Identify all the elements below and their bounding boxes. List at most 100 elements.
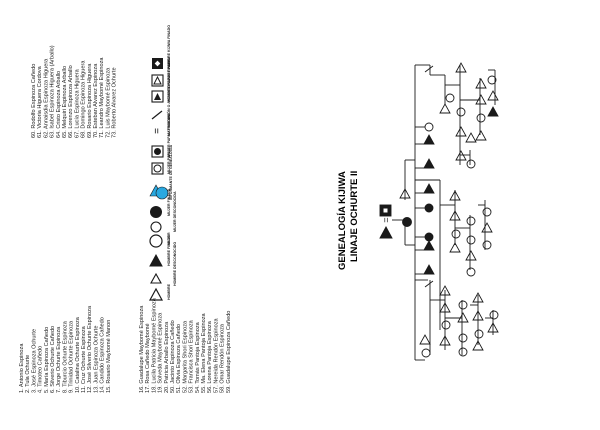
node-triangle-icon bbox=[465, 250, 477, 261]
node-circle-icon bbox=[466, 267, 476, 277]
name-entry: 67. Lucía Espinoza Higuera bbox=[74, 68, 80, 138]
legend-square-circle-inner-icon bbox=[153, 164, 162, 173]
legend-square-circle-icon bbox=[151, 162, 164, 175]
node-triangle-filled-icon bbox=[423, 240, 435, 251]
name-entry: 66. Lorenzo Espinoza Arballo bbox=[68, 65, 74, 138]
name-entry: 16. Guadalupe Maybomé Espinoza bbox=[139, 305, 145, 393]
legend-label: HOMBRE FINADO bbox=[167, 235, 171, 266]
name-entry: 20. Patricia Arballo Espinoza bbox=[164, 321, 170, 393]
name-entry: 4. Timoteo Cañedo bbox=[38, 346, 44, 393]
name-entry: 10. Catalina Ochurte Espinoza bbox=[75, 316, 81, 393]
node-circle-icon bbox=[476, 113, 486, 123]
node-triangle-icon bbox=[472, 292, 484, 303]
founder-equals-icon: = bbox=[381, 217, 391, 222]
node-triangle-filled-icon bbox=[423, 134, 435, 145]
node-triangle-icon bbox=[449, 242, 461, 253]
node-triangle-icon bbox=[472, 310, 484, 321]
name-entry: 8. Tiburcio Ochurte Espinoza bbox=[62, 320, 68, 393]
name-entry: 13. Juan Espinoza Ochurte bbox=[93, 326, 99, 393]
name-entry: 11. Cruz Ochurte Espinoza bbox=[81, 325, 87, 393]
legend-slash-icon bbox=[151, 110, 163, 120]
node-triangle-icon bbox=[487, 322, 499, 333]
name-entry: 14. Candido Espinoza Cañedo bbox=[100, 317, 106, 393]
legend-label: MUJER DESCONOCIDA bbox=[173, 191, 177, 232]
name-entry: 57. Nereida Rendón Espinoza bbox=[213, 317, 219, 393]
title-line-2: LINAJE OCHURTE II bbox=[349, 171, 360, 262]
node-circle-icon bbox=[487, 75, 497, 85]
node-triangle-icon bbox=[472, 340, 484, 351]
node-circle-icon bbox=[466, 159, 476, 169]
legend-triangle-filled-icon bbox=[149, 253, 163, 267]
name-entry: 56. Lorena Pantoja Espinoza bbox=[207, 320, 213, 393]
node-circle-icon bbox=[466, 235, 476, 245]
node-circle-icon bbox=[458, 347, 468, 357]
legend-square-triangle-icon bbox=[151, 74, 164, 87]
name-entry: 72. Luis Maybomé Espinoza bbox=[105, 67, 111, 138]
title-block: GENEALOGÍA KIJIWA LINAJE OCHURTE II bbox=[337, 171, 360, 270]
name-entry: 58. Omar Rendón Espinoza bbox=[220, 323, 226, 393]
legend-label: HOMBRE PAPAU bbox=[167, 57, 171, 86]
founder-circle-icon bbox=[402, 217, 412, 227]
node-circle-icon bbox=[441, 320, 451, 330]
legend-square-triangle-inner-icon bbox=[153, 75, 162, 85]
node-triangle-icon bbox=[449, 210, 461, 221]
name-entry: 71. Leandro Maybomé Espinoza bbox=[99, 57, 105, 138]
name-entry: 63. Isabel Espinoza Higuera (Arballo) bbox=[50, 45, 56, 138]
legend-square-dot-inner-icon bbox=[154, 148, 161, 155]
name-entry: 60. Rodolfo Espinoza Cañedo bbox=[31, 64, 37, 138]
title-line-1: GENEALOGÍA KIJIWA bbox=[337, 171, 348, 270]
name-entry: 62. Annaisdia Espinoza Higuera bbox=[43, 58, 49, 138]
legend-label: HOMBRE PAPAU FINADO bbox=[167, 58, 171, 102]
node-triangle-filled-icon bbox=[487, 106, 499, 117]
generation-2 bbox=[415, 122, 435, 275]
branch-bottom bbox=[415, 334, 431, 361]
node-triangle-icon bbox=[455, 126, 467, 137]
name-entry: 65. Melquiri Espinoza Arballo bbox=[62, 66, 68, 138]
branch-middle bbox=[415, 179, 493, 330]
node-circle-icon bbox=[458, 333, 468, 343]
node-circle-open-icon bbox=[424, 122, 434, 132]
name-entry: 70. Esteban Alvarez Espinoza bbox=[93, 63, 99, 138]
legend-label: MUJER PAPAU bbox=[167, 148, 171, 174]
legend-label: MATRIMONIO bbox=[167, 113, 171, 136]
node-triangle-icon bbox=[419, 334, 431, 345]
node-triangle-icon bbox=[475, 78, 487, 89]
legend-square-dot-icon bbox=[151, 145, 164, 158]
name-entry: 19. Solveda Maybomé Espinoza bbox=[158, 312, 164, 393]
name-entry: 51. Olivia Espinoza Cañedo bbox=[176, 324, 182, 393]
branch-lower bbox=[415, 279, 499, 357]
node-triangle-filled-icon bbox=[423, 158, 435, 169]
legend-circle-open-icon bbox=[149, 234, 163, 248]
name-entry: 3. José Espinoza Ochurte bbox=[31, 329, 37, 393]
name-entry: 69. Rosario Espinoza Higuera bbox=[87, 63, 93, 138]
founder-square-inner-icon bbox=[383, 208, 388, 213]
legend-triangle-small-icon bbox=[150, 272, 162, 284]
legend-circle-filled-icon bbox=[150, 206, 162, 218]
node-circle-icon bbox=[482, 240, 492, 250]
name-entry: 18. Lucila Patricia Maybomé Espinoza bbox=[151, 297, 157, 393]
node-circle-icon bbox=[421, 348, 431, 358]
node-circle-filled-icon bbox=[424, 232, 434, 242]
name-entry: 64. Cristo Espinoza Arballo bbox=[56, 71, 62, 138]
node-triangle-icon bbox=[439, 302, 451, 313]
legend-square-triangle-filled-inner-icon bbox=[154, 93, 161, 100]
name-entry: 73. Roberto Alvarez Ochurte bbox=[112, 67, 118, 138]
node-triangle-icon bbox=[455, 150, 467, 161]
branch-upper bbox=[415, 62, 499, 169]
node-triangle-filled-icon bbox=[423, 264, 435, 275]
node-circle-icon bbox=[489, 310, 499, 320]
founder-triangle-icon bbox=[379, 226, 393, 239]
name-entry: 6. Silverio Ochurte Cañedo bbox=[50, 326, 56, 393]
legend-square-triangle-filled-icon bbox=[151, 90, 164, 103]
name-entry: 52. Margarita Shori Espinoza bbox=[182, 320, 188, 393]
node-circle-icon bbox=[451, 229, 461, 239]
node-triangle-icon bbox=[465, 132, 477, 143]
